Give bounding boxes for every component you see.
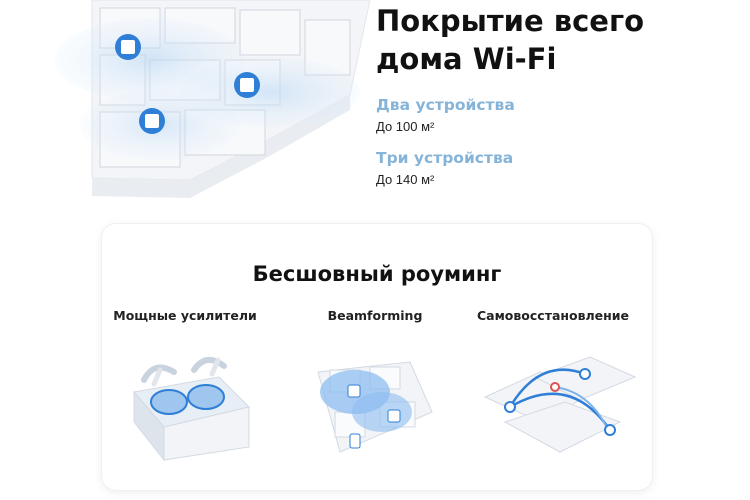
self-healing-illustration [483,356,637,453]
option-area: До 140 м² [376,172,435,187]
feature-label: Мощные усилители [113,308,257,323]
coverage-title-line1: Покрытие всего [376,4,645,38]
option-title: Три устройства [376,149,514,167]
router-icon-1 [115,34,141,60]
feature-beamforming: Beamforming [290,308,460,323]
beamforming-illustration [317,361,433,453]
coverage-title-line2: дома Wi-Fi [376,42,557,76]
roaming-title: Бесшовный роуминг [252,262,502,286]
router-icon-3 [139,108,165,134]
option-area: До 100 м² [376,119,435,134]
feature-label: Beamforming [327,308,423,323]
floorplan-illustration [55,0,371,198]
roaming-card: Бесшовный роуминг Мощные усилители Beamf… [102,224,652,490]
coverage-section: Покрытие всего дома Wi-Fi Два устройства… [376,0,746,187]
coverage-title: Покрытие всего дома Wi-Fi [376,2,746,78]
feature-label: Самовосстановление [476,308,630,323]
option-two-devices: Два устройства До 100 м² [376,95,515,136]
amplifier-illustration [133,357,250,462]
option-three-devices: Три устройства До 140 м² [376,148,513,189]
router-icon-2 [234,72,260,98]
feature-self-healing: Самовосстановление [468,308,638,323]
feature-amplifiers: Мощные усилители [100,308,270,323]
option-title: Два устройства [376,96,515,114]
